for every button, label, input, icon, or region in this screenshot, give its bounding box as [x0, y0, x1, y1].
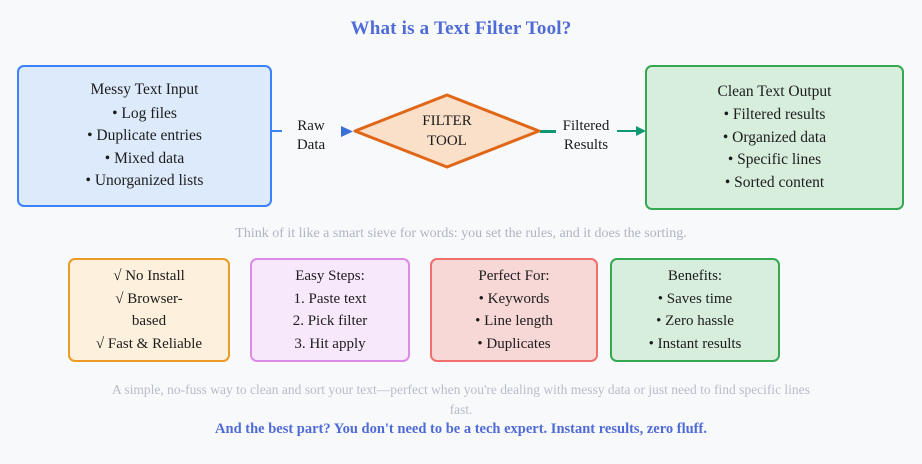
filter-tool-node: FILTER TOOL [352, 92, 542, 170]
card-line: 1. Paste text [293, 290, 367, 307]
card-line: Benefits: [667, 268, 723, 284]
card-line: Easy Steps: [295, 268, 365, 284]
card-easy-steps: Easy Steps: 1. Paste text 2. Pick filter… [250, 258, 410, 362]
filtered-results-line2: Results [563, 136, 609, 153]
page-title: What is a Text Filter Tool? [350, 18, 572, 39]
card-perfect-for: Perfect For: • Keywords • Line length • … [430, 258, 598, 362]
card-line: Perfect For: [478, 268, 550, 284]
card-line: based [131, 313, 167, 329]
raw-data-line1: Raw [297, 118, 325, 134]
input-box-item: • Mixed data [104, 149, 185, 167]
output-box: Clean Text Output • Filtered results • O… [645, 65, 904, 210]
footer-note: A simple, no-fuss way to clean and sort … [112, 382, 810, 417]
filtered-results-connector-label: Filtered Results [549, 117, 623, 155]
input-box-item: • Log files [112, 104, 177, 122]
output-box-heading: Clean Text Output [717, 82, 832, 100]
card-line: • Keywords [478, 290, 550, 307]
card-line: • Duplicates [477, 335, 551, 352]
card-no-install: √ No Install √ Browser- based √ Fast & R… [68, 258, 230, 362]
raw-data-connector-label: Raw Data [283, 117, 339, 155]
card-line: 2. Pick filter [292, 313, 368, 329]
card-line: 3. Hit apply [294, 335, 366, 352]
card-line: √ Browser- [115, 290, 183, 307]
raw-data-line2: Data [296, 136, 326, 153]
card-line: • Instant results [648, 335, 742, 352]
footer-highlight: And the best part? You don't need to be … [215, 421, 707, 437]
card-line: √ Fast & Reliable [95, 335, 203, 352]
input-box-item: • Duplicate entries [87, 127, 202, 145]
input-box: Messy Text Input • Log files • Duplicate… [17, 65, 272, 207]
input-box-heading: Messy Text Input [90, 81, 199, 99]
card-line: • Zero hassle [656, 313, 734, 329]
output-box-item: • Sorted content [724, 173, 825, 191]
sieve-caption: Think of it like a smart sieve for words… [235, 226, 687, 241]
card-benefits: Benefits: • Saves time • Zero hassle • I… [610, 258, 780, 362]
filtered-results-line1: Filtered [562, 118, 610, 134]
output-box-item: • Organized data [722, 128, 827, 146]
card-line: • Line length [475, 313, 553, 329]
output-box-item: • Specific lines [727, 151, 822, 169]
diamond-shape-icon [353, 93, 541, 169]
input-box-item: • Unorganized lists [85, 172, 204, 190]
card-line: • Saves time [657, 290, 733, 307]
output-box-item: • Filtered results [723, 106, 826, 124]
card-line: √ No Install [113, 268, 185, 284]
